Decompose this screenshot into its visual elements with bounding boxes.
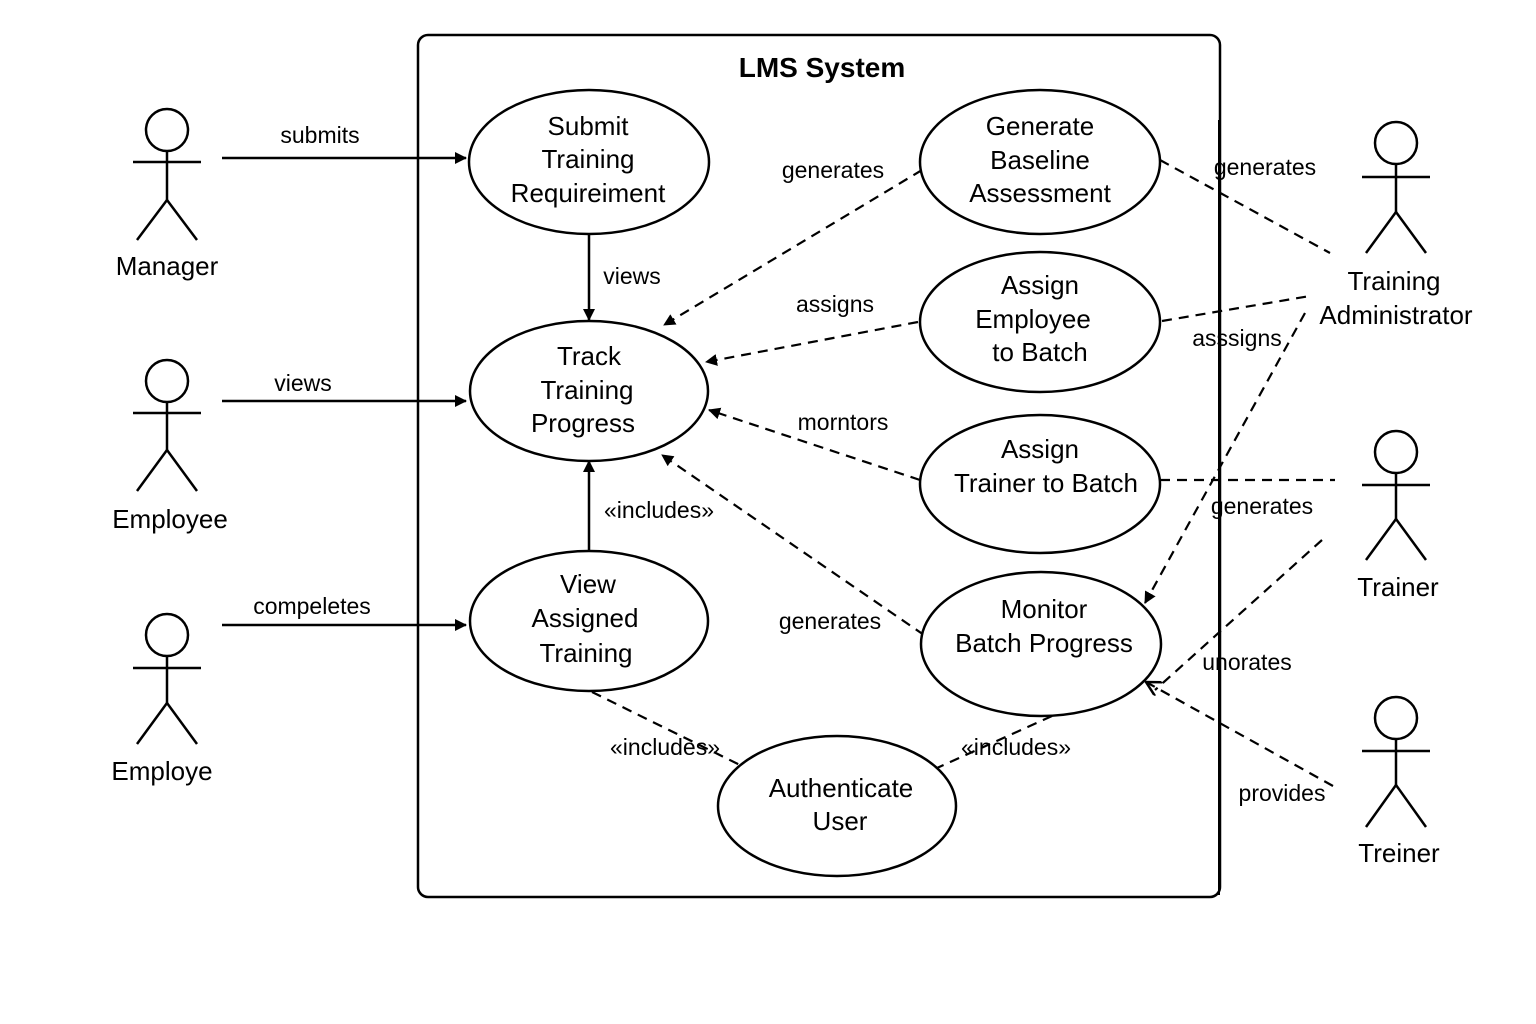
label-generates-baseline-track: generates — [782, 157, 884, 183]
assign-employee-line2: Employee — [975, 304, 1091, 334]
assign-trainer-line1: Assign — [1001, 434, 1079, 464]
generate-baseline-line3: Assessment — [969, 178, 1111, 208]
label-includes-monitor: «includes» — [961, 734, 1071, 760]
view-assigned-line3: Training — [540, 638, 633, 668]
use-case-generate-baseline[interactable]: Generate Baseline Assessment — [918, 88, 1162, 236]
edge-trainer-unorates-monitor — [1154, 539, 1323, 691]
monitor-batch-line2: Batch Progress — [955, 628, 1133, 658]
edge-assign-trainer-morntors-track — [708, 407, 921, 482]
authenticate-line2: User — [813, 806, 868, 836]
use-case-assign-employee[interactable]: Assign Employee to Batch — [918, 250, 1162, 394]
use-case-authenticate[interactable]: Authenticate User — [716, 734, 958, 878]
actor-training-admin-label-line2: Administrator — [1319, 300, 1472, 330]
submit-training-line1: Submit — [548, 111, 630, 141]
actor-employe-label: Employe — [111, 756, 212, 786]
track-progress-line1: Track — [557, 341, 622, 371]
edge-trainer2-provides-monitor — [1146, 682, 1334, 787]
actor-employe: Employe — [111, 612, 213, 786]
edge-monitor-generates-track — [661, 454, 925, 636]
label-generates-monitor-track: generates — [779, 608, 881, 634]
edge-admin-generates-baseline — [1159, 159, 1331, 254]
label-assigns-track: assigns — [796, 291, 874, 317]
system-title: LMS System — [739, 52, 906, 83]
edge-view-includes-authenticate — [591, 691, 741, 766]
label-views-employee: views — [274, 370, 332, 396]
use-case-monitor-batch[interactable]: Monitor Batch Progress — [919, 570, 1163, 718]
label-views-track: views — [603, 263, 661, 289]
monitor-batch-line1: Monitor — [1001, 594, 1088, 624]
actor-training-administrator: Training Administrator — [1319, 120, 1473, 330]
use-case-assign-trainer[interactable]: Assign Trainer to Batch — [918, 413, 1162, 555]
track-progress-line2: Training — [541, 375, 634, 405]
label-morntors: morntors — [798, 409, 889, 435]
actor-manager: Manager — [116, 107, 219, 281]
actor-employee: Employee — [112, 358, 228, 534]
label-submits: submits — [280, 122, 359, 148]
edge-monitor-includes-authenticate — [936, 714, 1053, 770]
generate-baseline-line1: Generate — [986, 111, 1094, 141]
actor-trainer: Trainer — [1357, 429, 1439, 602]
label-generates-admin: generates — [1214, 154, 1316, 180]
label-includes-view: «includes» — [610, 734, 720, 760]
actor-trainer-label: Trainer — [1357, 572, 1439, 602]
use-case-view-assigned[interactable]: View Assigned Training — [468, 549, 710, 693]
submit-training-line3: Requireiment — [511, 178, 666, 208]
actor-trainer-2-label: Treiner — [1358, 838, 1440, 868]
authenticate-line1: Authenticate — [769, 773, 914, 803]
label-compeletes: compeletes — [253, 593, 371, 619]
assign-employee-line1: Assign — [1001, 270, 1079, 300]
actor-trainer-2: Treiner — [1358, 695, 1440, 868]
use-case-submit-training[interactable]: Submit Training Requireiment — [467, 88, 711, 236]
generate-baseline-line2: Baseline — [990, 145, 1090, 175]
view-assigned-line1: View — [560, 569, 616, 599]
assign-trainer-line2: Trainer to Batch — [954, 468, 1138, 498]
label-unorates: unorates — [1202, 649, 1292, 675]
label-generates-trainer: generates — [1211, 493, 1313, 519]
view-assigned-line2: Assigned — [532, 603, 639, 633]
label-includes-track: «includes» — [604, 497, 714, 523]
label-provides: provides — [1239, 780, 1326, 806]
use-case-track-progress[interactable]: Track Training Progress — [468, 319, 710, 463]
assign-employee-line3: to Batch — [992, 337, 1087, 367]
edge-admin-monitor-arrow — [1144, 312, 1306, 604]
submit-training-line2: Training — [542, 144, 635, 174]
label-asssigns-admin: asssigns — [1192, 325, 1281, 351]
actor-training-admin-label-line1: Training — [1348, 266, 1441, 296]
actor-manager-label: Manager — [116, 251, 219, 281]
edge-baseline-generates-track — [663, 169, 923, 326]
edge-admin-asssigns-employee — [1161, 294, 1311, 323]
track-progress-line3: Progress — [531, 408, 635, 438]
actor-employee-label: Employee — [112, 504, 228, 534]
edge-assign-employee-assigns-track — [705, 320, 919, 366]
